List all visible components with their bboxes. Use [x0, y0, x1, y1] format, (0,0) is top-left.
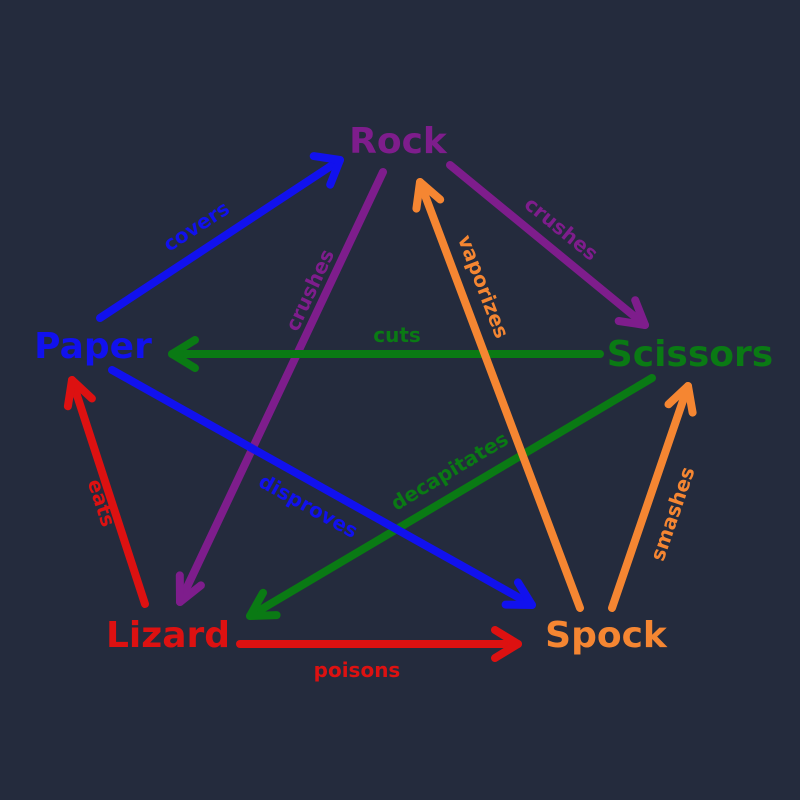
arrow-scissors-cuts-paper [168, 336, 604, 372]
label-poisons: poisons [314, 658, 401, 682]
node-paper: Paper [34, 326, 152, 367]
node-spock: Spock [545, 615, 668, 656]
arrow-paper-covers-rock [96, 152, 344, 322]
arrow-spock-vaporizes-rock [412, 178, 584, 612]
arrow-paper-disproves-spock [108, 366, 536, 609]
node-lizard: Lizard [106, 615, 230, 656]
arrow-scissors-decapitates-lizard [246, 374, 656, 620]
arrow-rock-crushes-scissors [446, 161, 649, 329]
label-eats: eats [83, 476, 121, 530]
arrow-lizard-poisons-spock [236, 626, 522, 662]
node-rock: Rock [349, 121, 448, 162]
arrow-spock-smashes-scissors [608, 382, 697, 612]
arrow-rock-crushes-lizard [175, 168, 387, 606]
label-cuts: cuts [373, 323, 421, 347]
node-scissors: Scissors [607, 334, 773, 375]
label-covers: covers [159, 196, 234, 256]
arrow-lizard-eats-paper [63, 376, 149, 608]
